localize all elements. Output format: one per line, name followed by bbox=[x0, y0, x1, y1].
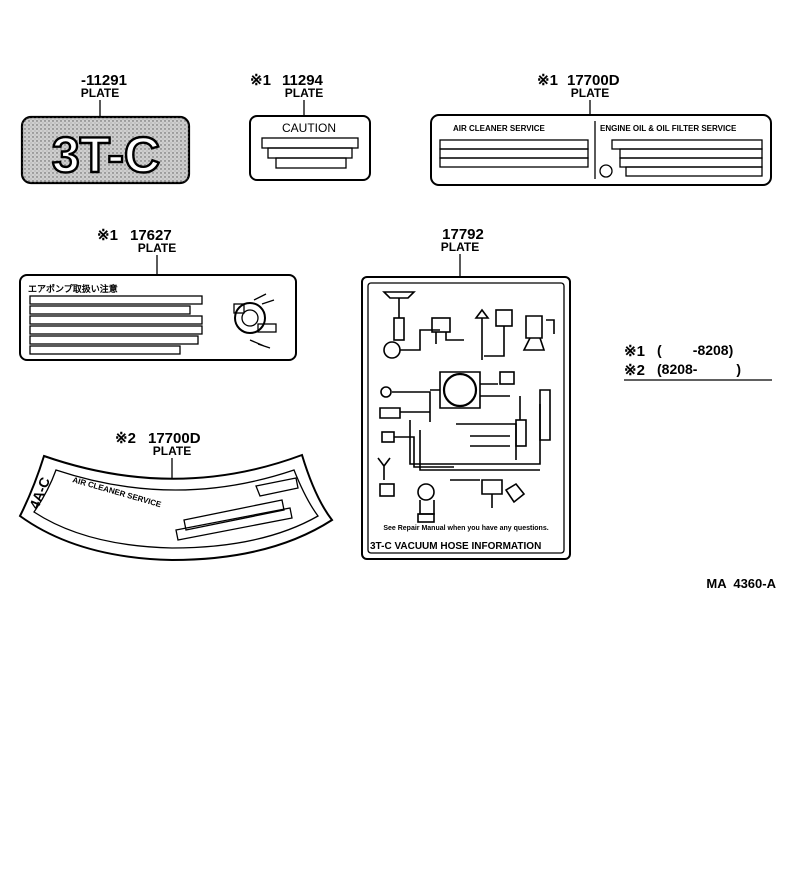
part-number-17700d-2: 17700D bbox=[148, 430, 201, 447]
part-prefix: ※2 bbox=[115, 430, 136, 447]
air-cleaner-heading: AIR CLEANER SERVICE bbox=[71, 475, 162, 509]
text-bar bbox=[29, 325, 203, 335]
text-bar bbox=[29, 295, 203, 305]
vacuum-hose-footer: 3T-C VACUUM HOSE INFORMATION bbox=[370, 541, 541, 552]
text-bar bbox=[29, 305, 191, 315]
plate-engine-text: 3T-C bbox=[52, 127, 160, 183]
part-name-11294: PLATE bbox=[285, 86, 323, 100]
text-bar bbox=[439, 139, 589, 150]
text-bar bbox=[29, 315, 203, 325]
part-11291: -11291 PLATE 3T-C bbox=[20, 72, 191, 184]
part-17627: ※1 17627 PLATE エアポンプ取扱い注意 bbox=[19, 227, 297, 361]
part-prefix: ※1 bbox=[250, 72, 271, 89]
applicability-legend: ※1 ( -8208) ※2 (8208- ) bbox=[624, 342, 772, 381]
part-17792: 17792 PLATE bbox=[361, 226, 571, 560]
plate-body bbox=[19, 274, 297, 361]
part-17700d-1: ※1 17700D PLATE AIR CLEANER SERVICE ENGI… bbox=[430, 72, 772, 186]
legend-mark-1: ※1 bbox=[624, 343, 645, 360]
plate-inner-border bbox=[367, 282, 565, 554]
toyota-logo-icon bbox=[599, 164, 613, 178]
air-pump-heading: エアポンプ取扱い注意 bbox=[28, 283, 118, 295]
plate-body bbox=[361, 276, 571, 560]
part-11294: ※1 11294 PLATE CAUTION bbox=[249, 72, 371, 181]
text-bar bbox=[611, 139, 763, 150]
text-bar bbox=[275, 157, 347, 169]
part-name-17792: PLATE bbox=[441, 240, 479, 254]
plate-caution-text: CAUTION bbox=[282, 121, 336, 135]
text-bar bbox=[183, 499, 285, 531]
text-bar bbox=[175, 507, 293, 541]
plate-body bbox=[18, 453, 334, 562]
text-bar bbox=[29, 345, 181, 355]
part-number-17700d: 17700D bbox=[567, 72, 620, 89]
text-bar bbox=[267, 147, 353, 159]
figure-code: MA 4360-A bbox=[706, 576, 776, 591]
legend-text-1: ( -8208) bbox=[657, 342, 733, 358]
part-name-17700d-2: PLATE bbox=[153, 444, 191, 458]
plate-inner-border bbox=[33, 469, 319, 549]
text-bar bbox=[439, 157, 589, 168]
text-bar bbox=[261, 137, 359, 149]
legend-mark-2: ※2 bbox=[624, 362, 645, 379]
text-bar bbox=[255, 477, 299, 497]
air-cleaner-heading: AIR CLEANER SERVICE bbox=[453, 124, 546, 133]
plate-body bbox=[249, 115, 371, 181]
oil-service-heading: ENGINE OIL & OIL FILTER SERVICE bbox=[600, 124, 737, 133]
part-name-11291: PLATE bbox=[81, 86, 119, 100]
part-number-11294: 11294 bbox=[282, 72, 324, 89]
air-pump-icon bbox=[233, 293, 277, 349]
part-17700d-2: ※2 17700D PLATE AIR CLEANER SERVICE 4A-C bbox=[18, 430, 334, 562]
engine-side-text: 4A-C bbox=[26, 475, 53, 511]
part-number-17792: 17792 bbox=[442, 226, 484, 243]
text-bar bbox=[29, 335, 199, 345]
part-name-17700d: PLATE bbox=[571, 86, 609, 100]
part-number-17627: 17627 bbox=[130, 227, 172, 244]
text-bar bbox=[439, 148, 589, 159]
text-bar bbox=[619, 148, 763, 159]
legend-text-2: (8208- ) bbox=[657, 361, 741, 377]
part-prefix: ※1 bbox=[537, 72, 558, 89]
part-name-17627: PLATE bbox=[138, 241, 176, 255]
plate-texture bbox=[22, 117, 189, 183]
text-bar bbox=[625, 166, 763, 177]
repair-manual-note: See Repair Manual when you have any ques… bbox=[383, 525, 548, 532]
part-number-11291: -11291 bbox=[81, 72, 127, 89]
part-prefix: ※1 bbox=[97, 227, 118, 244]
text-bar bbox=[619, 157, 763, 168]
vacuum-hose-schematic bbox=[377, 291, 555, 523]
plate-body bbox=[430, 114, 772, 186]
